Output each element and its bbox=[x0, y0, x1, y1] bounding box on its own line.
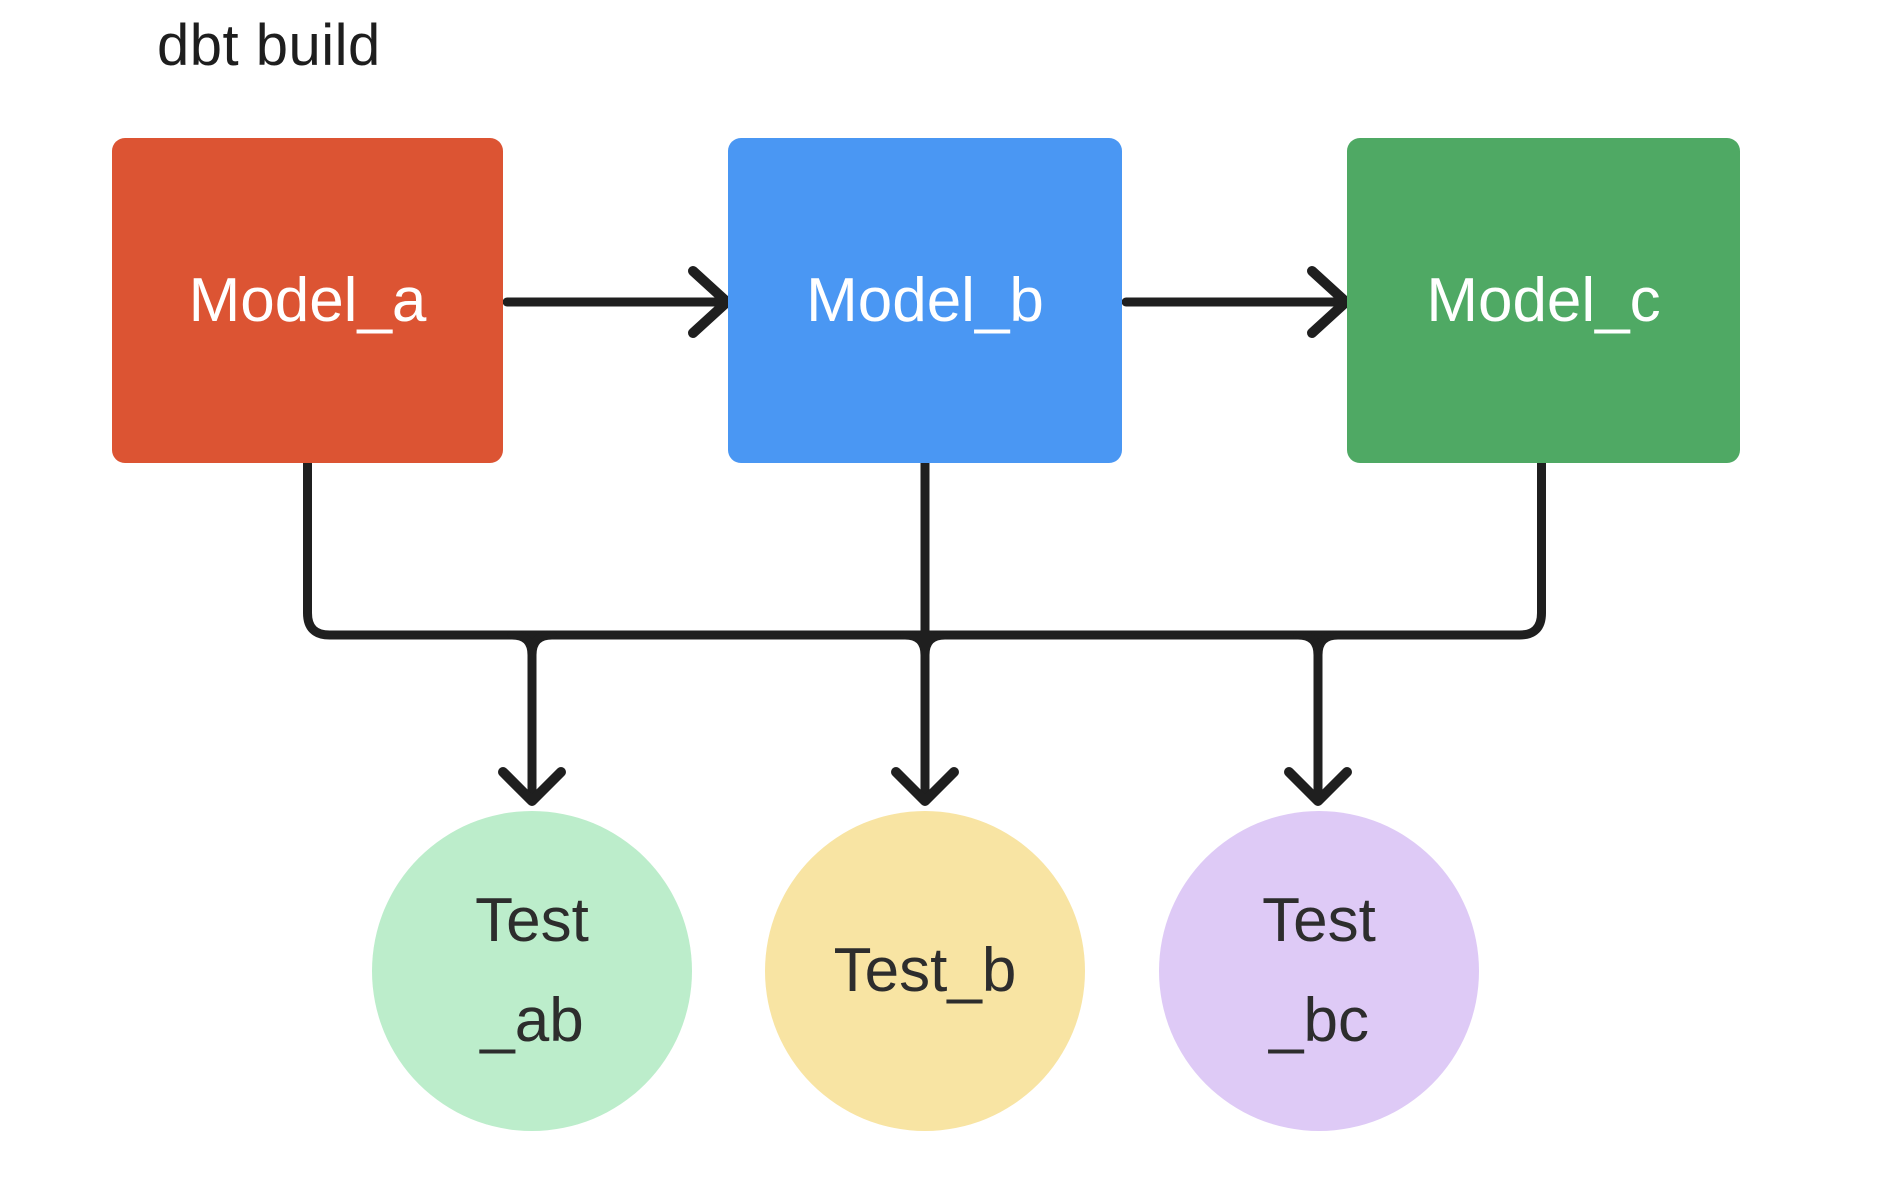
edge-model-b-to-test-b bbox=[900, 458, 950, 802]
node-test-bc-label-line2: _bc bbox=[1269, 986, 1369, 1055]
node-test-b: Test_b bbox=[765, 811, 1085, 1131]
edge-bus-to-test-ab bbox=[507, 630, 557, 802]
node-model-a-label: Model_a bbox=[188, 266, 427, 335]
diagram-title: dbt build bbox=[157, 13, 381, 78]
node-test-b-label: Test_b bbox=[833, 936, 1017, 1005]
node-test-ab-label-line1: Test bbox=[475, 886, 589, 955]
arrowhead-model-c-icon bbox=[1307, 266, 1351, 338]
node-test-ab-label-line2: _ab bbox=[480, 986, 584, 1055]
node-model-c: Model_c bbox=[1347, 138, 1740, 463]
arrowhead-model-b-icon bbox=[688, 266, 732, 338]
arrowhead-test-b-icon bbox=[891, 767, 959, 806]
node-model-b: Model_b bbox=[728, 138, 1122, 463]
node-test-ab: Test _ab bbox=[372, 811, 692, 1131]
node-model-c-label: Model_c bbox=[1426, 266, 1661, 335]
arrowhead-test-bc-icon bbox=[1284, 767, 1352, 806]
edge-group bbox=[303, 266, 1546, 806]
node-test-bc: Test _bc bbox=[1159, 811, 1479, 1131]
node-model-a: Model_a bbox=[112, 138, 503, 463]
arrowhead-test-ab-icon bbox=[498, 767, 566, 806]
node-model-b-label: Model_b bbox=[806, 266, 1044, 335]
node-test-bc-label-line1: Test bbox=[1262, 886, 1376, 955]
edge-bus-to-test-bc bbox=[1293, 630, 1343, 802]
